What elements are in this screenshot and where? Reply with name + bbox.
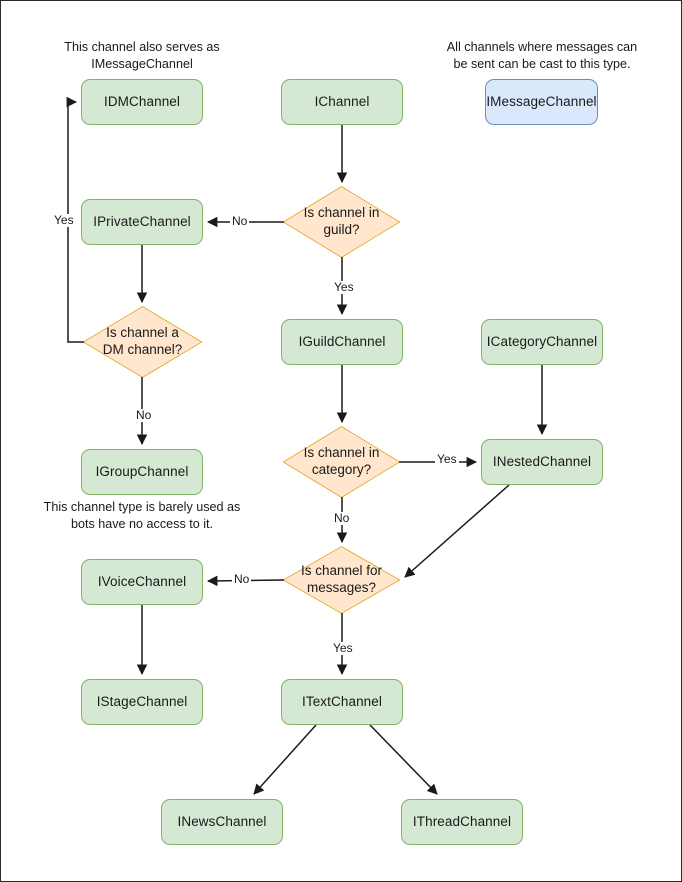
caption-idm-channel: This channel also serves as IMessageChan… bbox=[64, 40, 220, 71]
edge-label-category-no: No bbox=[332, 511, 352, 526]
decision-label: Is channel a DM channel? bbox=[102, 325, 183, 357]
node-iguild-channel[interactable]: IGuildChannel bbox=[281, 319, 403, 365]
node-istage-channel[interactable]: IStageChannel bbox=[81, 679, 203, 725]
decision-is-channel-in-guild[interactable]: Is channel in guild? bbox=[284, 187, 399, 257]
decision-label: Is channel in guild? bbox=[303, 205, 380, 237]
decision-label: Is channel for messages? bbox=[300, 563, 383, 595]
node-idm-channel[interactable]: IDMChannel bbox=[81, 79, 203, 125]
caption-igroup-channel: This channel type is barely used as bots… bbox=[43, 500, 241, 531]
node-label: IThreadChannel bbox=[412, 813, 512, 829]
node-label: INewsChannel bbox=[177, 813, 267, 829]
node-label: IGroupChannel bbox=[95, 463, 189, 479]
node-ithread-channel[interactable]: IThreadChannel bbox=[401, 799, 523, 845]
node-ivoice-channel[interactable]: IVoiceChannel bbox=[81, 559, 203, 605]
decision-is-channel-for-messages[interactable]: Is channel for messages? bbox=[284, 547, 399, 613]
caption-imessage-channel: All channels where messages can be sent … bbox=[446, 40, 638, 71]
node-label: ICategoryChannel bbox=[486, 333, 598, 349]
decision-is-channel-a-dm-channel[interactable]: Is channel a DM channel? bbox=[84, 307, 201, 377]
edge-itext-to-inews bbox=[253, 724, 317, 795]
node-itext-channel[interactable]: ITextChannel bbox=[281, 679, 403, 725]
node-label: IChannel bbox=[314, 93, 370, 109]
node-label: IMessageChannel bbox=[486, 93, 597, 109]
node-label: IPrivateChannel bbox=[93, 213, 191, 229]
node-imessage-channel[interactable]: IMessageChannel bbox=[485, 79, 598, 125]
edge-label-dm-no: No bbox=[134, 408, 154, 423]
edge-itext-to-ithread bbox=[369, 724, 438, 795]
node-iprivate-channel[interactable]: IPrivateChannel bbox=[81, 199, 203, 245]
node-ichannel[interactable]: IChannel bbox=[281, 79, 403, 125]
edge-label-messages-no: No bbox=[232, 572, 252, 587]
node-label: IVoiceChannel bbox=[97, 573, 187, 589]
node-igroup-channel[interactable]: IGroupChannel bbox=[81, 449, 203, 495]
edge-label-guild-no: No bbox=[230, 214, 250, 229]
edge-label-messages-yes: Yes bbox=[331, 641, 355, 656]
node-label: IDMChannel bbox=[103, 93, 181, 109]
node-label: INestedChannel bbox=[492, 453, 592, 469]
node-inews-channel[interactable]: INewsChannel bbox=[161, 799, 283, 845]
node-inested-channel[interactable]: INestedChannel bbox=[481, 439, 603, 485]
node-icategory-channel[interactable]: ICategoryChannel bbox=[481, 319, 603, 365]
edge-label-dm-yes: Yes bbox=[52, 213, 76, 228]
edge-label-guild-yes: Yes bbox=[332, 280, 356, 295]
decision-is-channel-in-category[interactable]: Is channel in category? bbox=[284, 427, 399, 497]
edge-label-category-yes: Yes bbox=[435, 452, 459, 467]
decision-label: Is channel in category? bbox=[303, 445, 380, 477]
edge-inested-to-messages bbox=[404, 484, 510, 578]
node-label: IGuildChannel bbox=[298, 333, 386, 349]
node-label: ITextChannel bbox=[302, 693, 382, 709]
node-label: IStageChannel bbox=[96, 693, 188, 709]
